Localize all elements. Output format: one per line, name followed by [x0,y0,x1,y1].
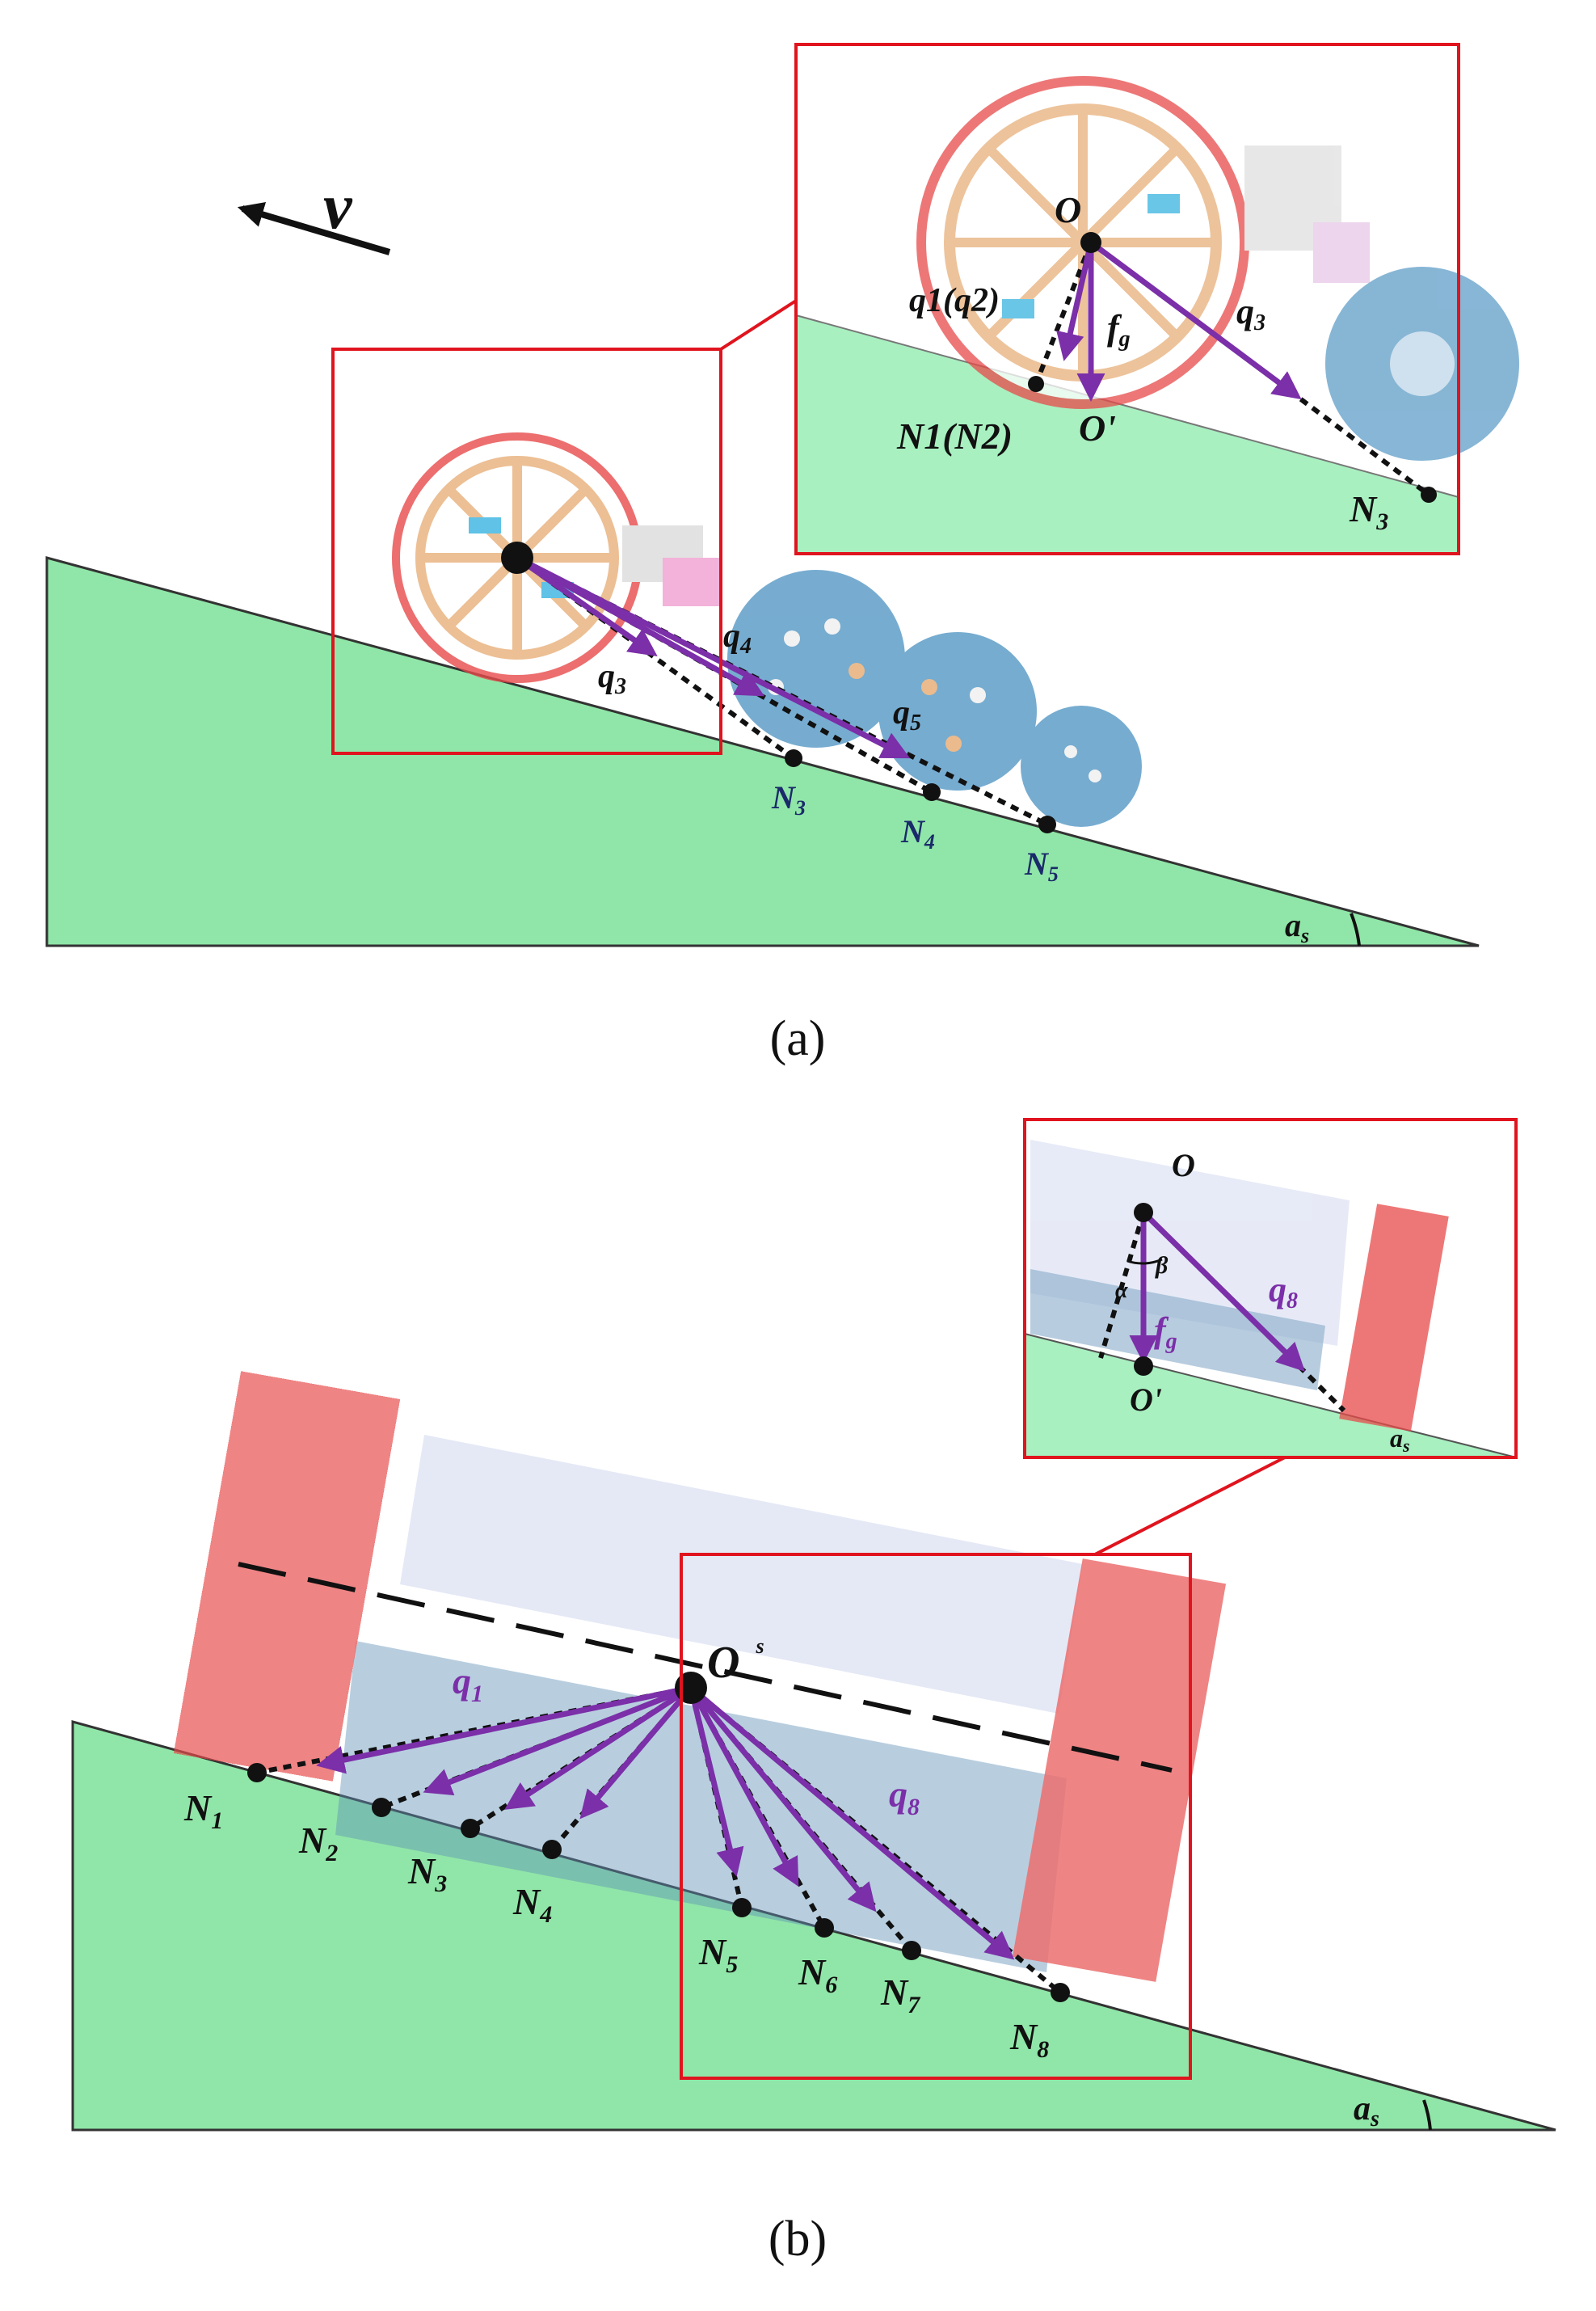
label-n8-b: N8 [1009,2016,1049,2063]
label-q8-b: q8 [889,1773,920,1820]
vector-q4-b [579,1685,693,1820]
slope-angle-label-b: as [1354,2090,1379,2132]
inset-a-q3-label: q3 [1236,292,1265,335]
inset-b-fg-label: fg [1154,1310,1177,1354]
point-n5-a [1038,816,1056,833]
label-q1-b: q1 [453,1660,483,1707]
label-q4-a: q4 [723,618,752,659]
contact-points-b [247,1763,1070,2002]
label-n3-b: N3 [407,1850,447,1897]
vector-q6-b [688,1686,799,1887]
vector-q5-b [688,1687,744,1877]
label-n4-b: N4 [512,1881,552,1928]
label-n6-b: N6 [798,1951,837,1998]
point-n4-a [923,783,941,801]
label-n5-b: N5 [698,1931,738,1978]
label-n2-b: N2 [298,1820,338,1866]
inset-b: O β α fg q8 O' as [1023,1118,1518,1459]
inset-a-fg-label: fg [1107,308,1131,352]
inset-b-projection-label: O' [1130,1381,1162,1418]
force-vectors-b [316,1685,1015,1960]
vector-q8-b [689,1685,1015,1960]
vector-q1-b [316,1685,692,1774]
label-n3-a: N3 [771,779,806,820]
vector-q2-b [423,1685,693,1796]
velocity-arrow [237,201,391,255]
inset-box-a [794,43,1460,555]
zoom-connector-a [719,299,798,351]
inset-b-beta-label: β [1155,1252,1169,1279]
vector-q3-b [504,1685,693,1810]
slope-a [45,556,1480,947]
inset-b-slope-angle-label: as [1390,1423,1410,1456]
slope-angle-arc-a [1350,913,1361,947]
label-n5-a: N5 [1024,846,1059,886]
label-n7-b: N7 [880,1972,920,2018]
body-axis [238,1562,1173,1773]
inset-b-center-label: O [1172,1147,1195,1183]
zoom-connector-b [1094,1456,1286,1556]
label-n4-a: N4 [900,813,935,854]
panel-b: as [71,1118,1556,2267]
zoom-box-b [680,1553,1192,2080]
inset-a-projection-label: O' [1079,407,1116,449]
caption-a: (a) [770,1011,826,1066]
inset-a-q12-label: q1(q2) [909,282,1000,319]
slope-angle-label-a: as [1285,907,1309,947]
zoom-box-a [331,348,722,755]
vector-q7-b [689,1685,877,1912]
inset-b-alpha-label: α [1115,1278,1128,1303]
point-n3-a [785,749,802,767]
slope-b [71,1720,1556,2132]
vector-q5-a [516,555,911,759]
caption-b: (b) [769,2212,827,2267]
inset-b-q8-label: q8 [1269,1270,1298,1314]
label-q3-a: q3 [598,658,626,699]
panel-a: as v [45,43,1519,1066]
inset-a-n12-label: N1(N2) [896,415,1013,457]
label-q5-a: q5 [893,694,921,736]
inset-a: O q1(q2) fg q3 O' N1(N2) N3 [794,43,1519,555]
label-n1-b: N1 [183,1787,223,1834]
inset-a-center-label: O [1055,189,1081,230]
inset-box-b [1023,1118,1518,1459]
center-dot-a [501,542,533,574]
inset-a-n3-label: N3 [1349,488,1388,535]
slope-angle-arc-b [1422,2099,1432,2131]
velocity-label: v [323,171,353,242]
